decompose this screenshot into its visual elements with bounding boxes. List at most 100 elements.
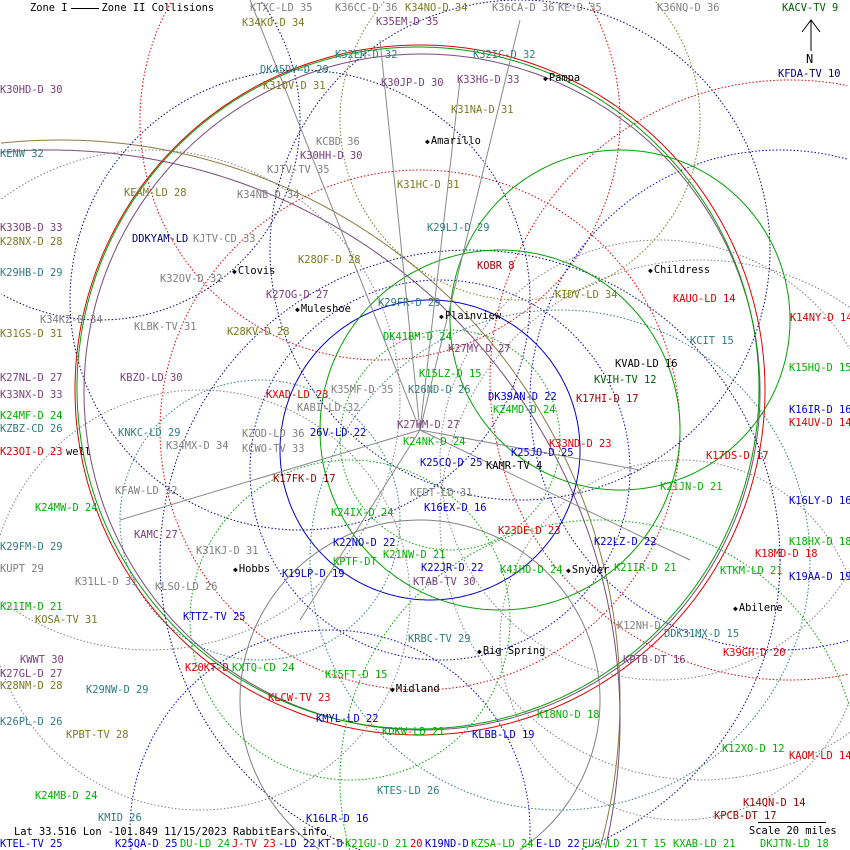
station-label[interactable]: K36NQ-D 36 [657,2,720,14]
station-label[interactable]: K24MB-D 24 [35,790,98,802]
station-label[interactable]: KMID 26 [98,812,142,824]
station-label[interactable]: K31HC-D 31 [397,179,460,191]
station-label[interactable]: K23OI-D 23 [0,446,63,458]
station-label[interactable]: K27MY-D 27 [448,343,511,355]
station-label[interactable]: KCIT 15 [690,335,734,347]
station-label[interactable]: DDK31MX-D 15 [664,628,740,640]
station-label[interactable]: K30HH-D 30 [300,150,363,162]
station-label[interactable]: 20 [410,838,423,850]
station-label[interactable]: K27GL-D 27 [0,668,63,680]
station-label[interactable]: K21GU-D 21 [345,838,408,850]
station-label[interactable]: K16LY-D 16 [789,495,850,507]
station-label[interactable]: K17HI-D 17 [576,393,639,405]
station-label[interactable]: K29HB-D 29 [0,267,63,279]
station-label[interactable]: K33OB-D 33 [0,222,63,234]
station-label[interactable]: K35EM-D 35 [376,16,439,28]
station-label[interactable]: K39GH-D 20 [723,647,786,659]
station-label[interactable]: KAUO-LD 14 [673,293,736,305]
station-label[interactable]: K18MD-D 18 [755,548,818,560]
station-label[interactable]: KLBK-TV 31 [134,321,197,333]
station-label[interactable]: K16IR-D 16 [789,404,850,416]
station-label[interactable]: KZBZ-CD 26 [0,423,63,435]
station-label[interactable]: KBZO-LD 30 [120,372,183,384]
station-label[interactable]: KEAM-LD 28 [124,187,187,199]
station-label[interactable]: KTAB-TV 30 [413,576,476,588]
station-label[interactable]: KPCB-DT 17 [714,810,777,822]
station-label[interactable]: KTKM-LD 21 [720,565,783,577]
station-label[interactable]: DDKYAM-LD [132,233,189,245]
station-label[interactable]: K24MW-D 24 [35,502,98,514]
station-label[interactable]: KRBC-TV 29 [408,633,471,645]
station-label[interactable]: K31OV-D 31 [263,80,326,92]
station-label[interactable]: K27NL-D 27 [0,372,63,384]
station-label[interactable]: KWWT 30 [20,654,64,666]
station-label[interactable]: KDKW-LD 21 [382,726,445,738]
station-label[interactable]: K34KZ-D 34 [40,314,103,326]
station-label[interactable]: KIDV-LD 34 [555,289,618,301]
station-label[interactable]: KAMR-TV 4 [486,460,543,472]
station-label[interactable]: K24MF-D 24 [0,410,63,422]
station-label[interactable]: K35MF-D 35 [331,384,394,396]
station-label[interactable]: K30HD-D 30 [0,84,63,96]
station-label[interactable]: -LD 22 [278,838,316,850]
station-label[interactable]: KUPT 29 [0,563,44,575]
station-label[interactable]: K36CA-D 36 [492,2,555,14]
station-label[interactable]: KAMC 27 [134,529,178,541]
station-label[interactable]: K25QA-D 25 [115,838,178,850]
station-label[interactable]: DU-LD 24 [180,838,231,850]
station-label[interactable]: KFDA-TV 10 [778,68,841,80]
station-label[interactable]: KMYL-LD 22 [316,713,379,725]
station-label[interactable]: K16EX-D 16 [424,502,487,514]
station-label[interactable]: K19ND-D [425,838,469,850]
station-label[interactable]: KPTF-DT [333,556,377,568]
station-label[interactable]: KENW 32 [0,148,44,160]
station-label[interactable]: K32EH-D 32 [335,49,398,61]
station-label[interactable]: KFAW-LD 32 [115,485,178,497]
station-label[interactable]: KLBB-LD 19 [472,729,535,741]
station-label[interactable]: KOSA-TV 31 [35,614,98,626]
station-label[interactable]: KXTQ-CD 24 [232,662,295,674]
station-label[interactable]: K12NH-D [617,620,661,632]
station-label[interactable]: DK39AN-D 22 [488,391,557,403]
station-label[interactable]: K31GS-D 31 [0,328,63,340]
station-label[interactable]: KT-D [318,838,344,850]
station-label[interactable]: KJTV-TV 35 [267,164,330,176]
station-label[interactable]: K31NA-D 31 [451,104,514,116]
station-label[interactable]: K21NW-D 21 [383,549,446,561]
station-label[interactable]: K28OF-D 28 [298,254,361,266]
station-label[interactable]: K21JN-D 21 [660,481,723,493]
station-label[interactable]: K14UV-D 14 [789,417,850,429]
station-label[interactable]: KE-D 35 [558,2,602,14]
station-label[interactable]: E-LD 22 [536,838,580,850]
station-label[interactable]: K28KV-D 28 [227,326,290,338]
station-label[interactable]: DK41BM-D 24 [383,331,452,343]
station-label[interactable]: K29NW-D 29 [86,684,149,696]
station-label[interactable]: K33HG-D 33 [457,74,520,86]
station-label[interactable]: K29FR-D 29 [378,297,441,309]
station-label[interactable]: KCWO-TV 33 [242,443,305,455]
station-label[interactable]: K26PL-D 26 [0,716,63,728]
station-label[interactable]: 26V-LD 22 [310,427,367,439]
station-label[interactable]: K21IM-D 21 [0,601,63,613]
station-label[interactable]: KEDT-LD 31 [410,487,473,499]
station-label[interactable]: K25JO-D 25 [511,447,574,459]
station-label[interactable]: K34NB-D 34 [237,189,300,201]
station-label[interactable]: K15HQ-D 15 [789,362,850,374]
station-label[interactable]: K18HX-D 18 [789,536,850,548]
station-label[interactable]: J-TV 23 [232,838,276,850]
station-label[interactable]: KAOM-LD 14 [789,750,850,762]
station-label[interactable]: K28NX-D 28 [0,236,63,248]
station-label[interactable]: T 15 [641,838,667,850]
station-label[interactable]: K34MX-D 34 [166,440,229,452]
station-label[interactable]: K19AA-D 19 [789,571,850,583]
station-label[interactable]: KTXC-LD 35 [250,2,313,14]
station-label[interactable]: K27HM-D 27 [397,419,460,431]
station-label[interactable]: KABI-LD 32 [297,402,360,414]
station-label[interactable]: KXAB-LD 21 [673,838,736,850]
station-label[interactable]: K19LP-D 19 [282,568,345,580]
station-label[interactable]: K22JR-D 22 [421,562,484,574]
station-label[interactable]: K28NM-D 28 [0,680,63,692]
station-label[interactable]: KXAD-LD 23 [266,389,329,401]
station-label[interactable]: KJTV-CD 33 [193,233,256,245]
